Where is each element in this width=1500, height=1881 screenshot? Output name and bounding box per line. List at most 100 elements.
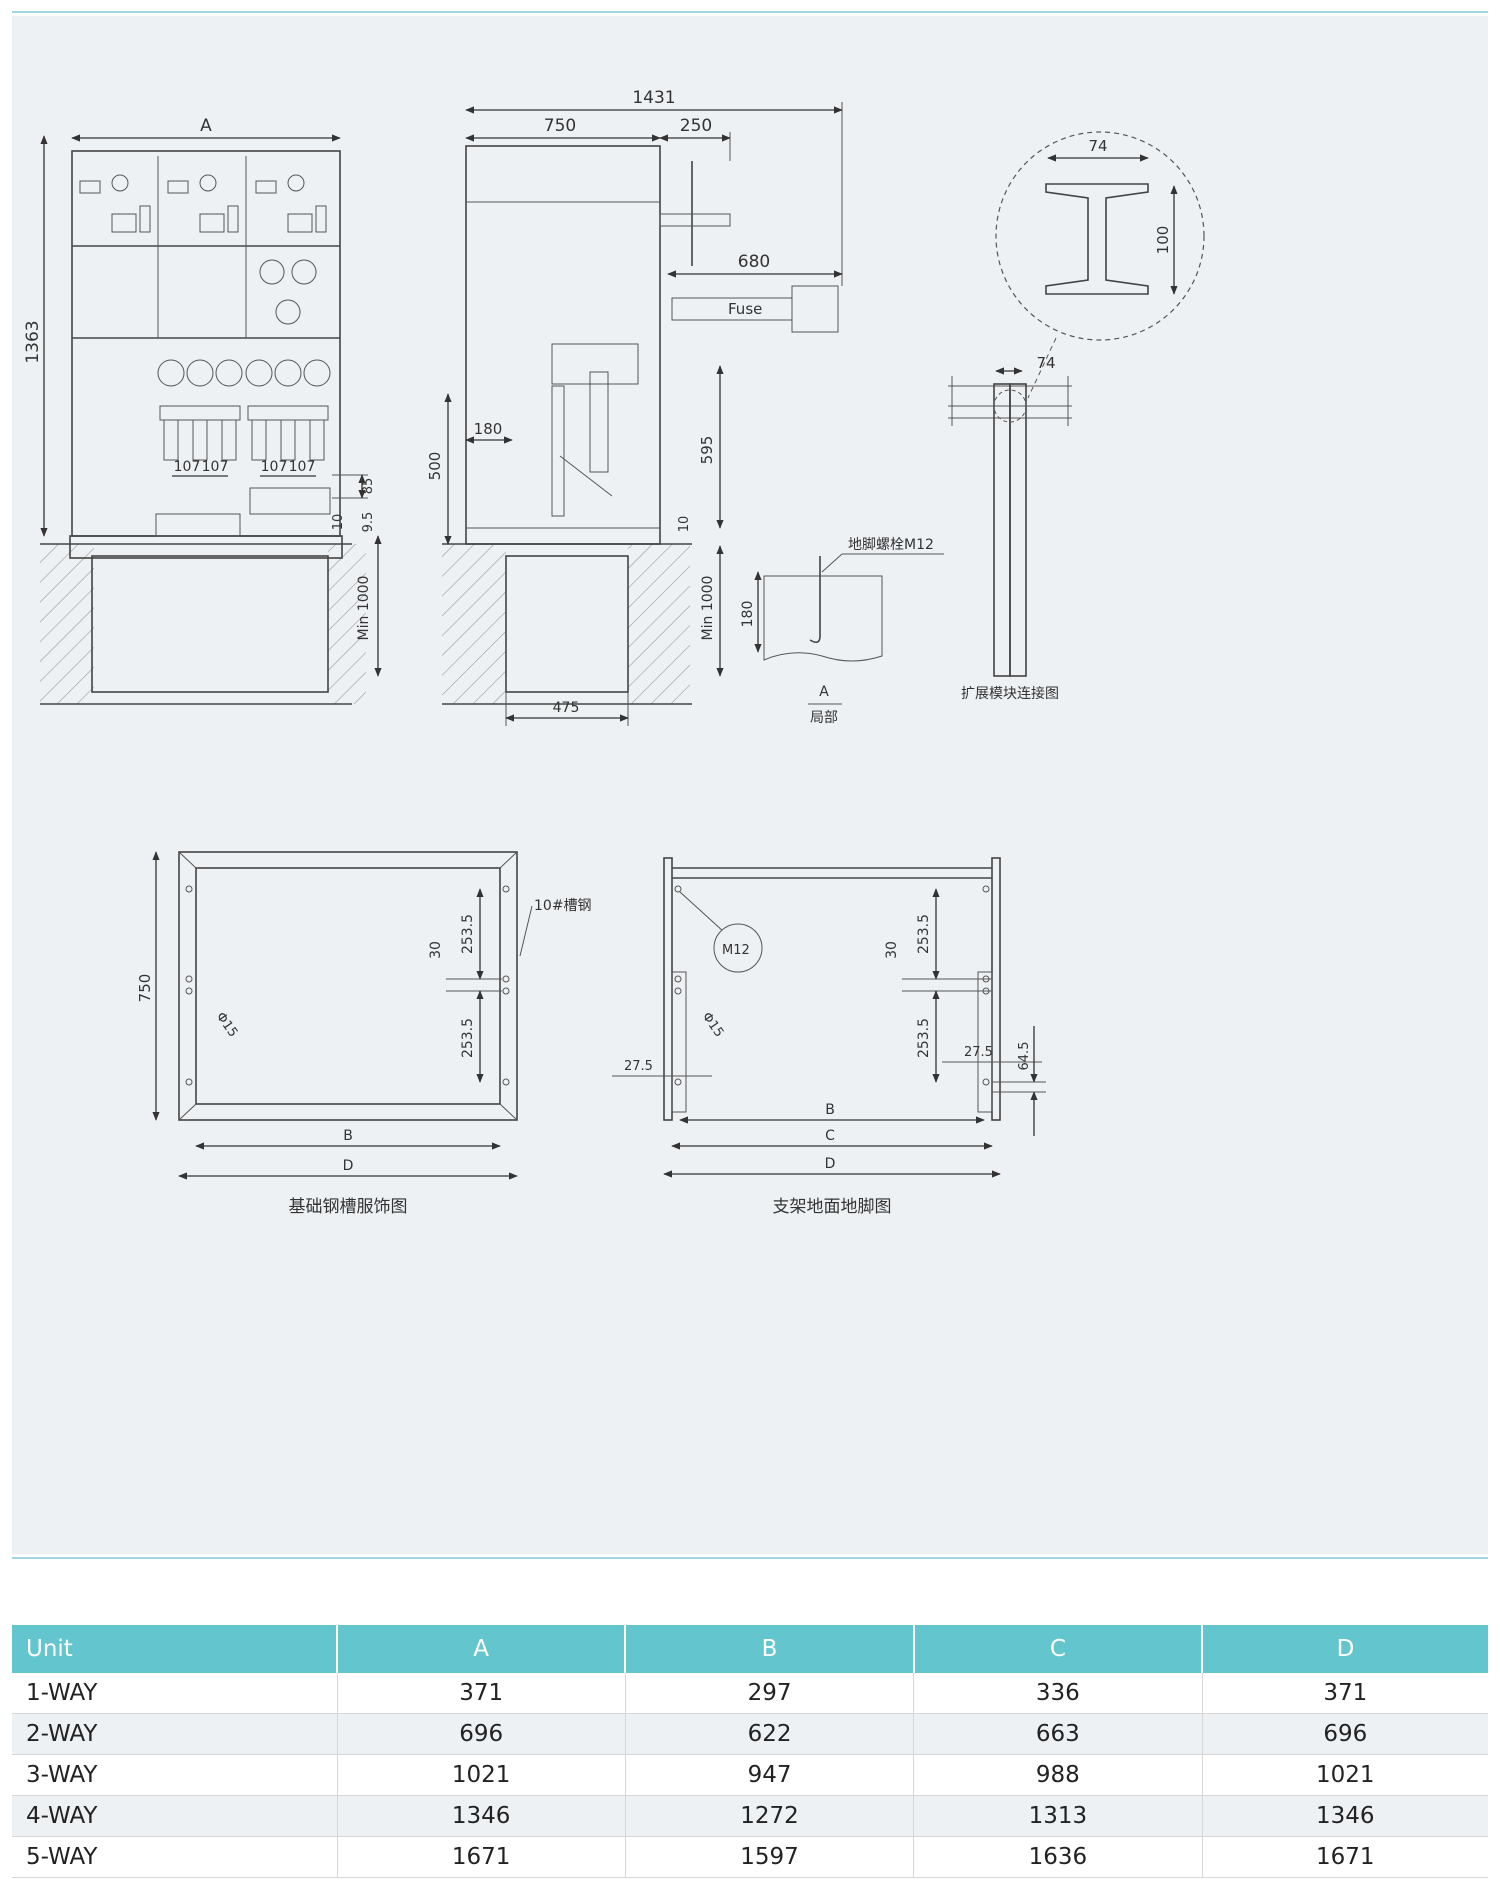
dim-750-plan-label: 750 [136, 974, 154, 1003]
cell-b: 1597 [625, 1836, 915, 1878]
plan-right: M12 Φ15 27.5 253.5 30 253.5 27.5 64.5 B … [612, 857, 1046, 1217]
dim-min1000-label: Min 1000 [356, 576, 372, 641]
dim-10-side-label: 10 [677, 516, 692, 533]
table-row: 1-WAY 371 297 336 371 [12, 1673, 1488, 1714]
bolt-caption: 局部 [810, 710, 838, 726]
dim-107-2: 107 [202, 459, 229, 475]
dim-10-label: 10 [331, 514, 346, 531]
cell-unit: 3-WAY [12, 1754, 338, 1796]
cell-b: 1272 [625, 1795, 915, 1837]
dim-107-1: 107 [174, 459, 201, 475]
dim-750-label: 750 [544, 116, 576, 136]
cell-a: 696 [337, 1713, 626, 1755]
cell-a: 1346 [337, 1795, 626, 1837]
dim-27-5-left-label: 27.5 [624, 1059, 653, 1074]
cell-unit: 4-WAY [12, 1795, 338, 1837]
cell-a: 1021 [337, 1754, 626, 1796]
dim-9-5-label: 9.5 [361, 512, 376, 533]
bolt-detail: 地脚螺栓M12 180 A 局部 [740, 537, 944, 726]
drawing-panel: A 1363 107 107 107 107 85 10 9.5 Min 100… [12, 16, 1488, 1554]
plan-left: 750 253.5 30 253.5 Φ15 10#槽钢 B D 基础钢槽服饰图 [136, 851, 592, 1217]
plan-left-caption: 基础钢槽服饰图 [289, 1197, 408, 1217]
dim-180-label: 180 [474, 420, 503, 438]
cell-d: 1021 [1202, 1754, 1488, 1796]
i-beam-section [1045, 183, 1149, 295]
ground-hatch [40, 544, 76, 704]
cell-unit: 5-WAY [12, 1836, 338, 1878]
dim-d-right-label: D [825, 1156, 836, 1172]
dim-64-5-label: 64.5 [1017, 1042, 1032, 1071]
top-divider [12, 11, 1488, 13]
dim-85-label: 85 [361, 478, 376, 495]
dim-595-label: 595 [698, 436, 716, 465]
dim-253-5-right-bottom-label: 253.5 [916, 1018, 932, 1058]
dim-107-3: 107 [261, 459, 288, 475]
hole-phi15-label: Φ15 [213, 1010, 241, 1041]
cell-b: 622 [625, 1713, 915, 1755]
cell-d: 1346 [1202, 1795, 1488, 1837]
cell-d: 696 [1202, 1713, 1488, 1755]
hole-phi15-right-label: Φ15 [699, 1010, 727, 1041]
front-view: A 1363 107 107 107 107 85 10 9.5 Min 100… [23, 116, 382, 705]
dim-d-plan-label: D [343, 1158, 354, 1174]
cell-c: 663 [913, 1713, 1203, 1755]
cell-d: 1671 [1202, 1836, 1488, 1878]
table-row: 5-WAY 1671 1597 1636 1671 [12, 1836, 1488, 1878]
beam-detail: 74 100 [995, 131, 1205, 399]
cabinet-front [71, 150, 341, 537]
dim-253-5-top-label: 253.5 [460, 914, 476, 954]
header-d: D [1202, 1625, 1488, 1673]
header-c: C [913, 1625, 1204, 1673]
header-b: B [625, 1625, 915, 1673]
cell-a: 1671 [337, 1836, 626, 1878]
ground-hatch [76, 544, 94, 704]
dim-1431-label: 1431 [632, 88, 675, 108]
channel-steel-label: 10#槽钢 [534, 898, 592, 914]
dim-b-plan-label: B [343, 1128, 353, 1144]
fuse-label: Fuse [728, 300, 762, 318]
dim-27-5-right-label: 27.5 [964, 1045, 993, 1060]
dim-min1000-side-label: Min 1000 [700, 576, 716, 641]
cell-c: 1313 [913, 1795, 1203, 1837]
dim-74-module-label: 74 [1036, 354, 1055, 372]
cell-b: 297 [625, 1673, 915, 1714]
cell-b: 947 [625, 1754, 915, 1796]
dim-a-label: A [200, 116, 212, 136]
bolt-caption-letter: A [819, 684, 829, 700]
cable-trench [91, 555, 329, 693]
cell-a: 371 [337, 1673, 626, 1714]
dim-c-right-label: C [825, 1128, 835, 1144]
cell-d: 371 [1202, 1673, 1488, 1714]
module-caption: 扩展模块连接图 [961, 685, 1059, 702]
cell-unit: 2-WAY [12, 1713, 338, 1755]
dimension-table: Unit A B C D 1-WAY 371 297 336 371 2-WAY… [12, 1625, 1488, 1878]
table-header-row: Unit A B C D [12, 1625, 1488, 1673]
dim-500-label: 500 [426, 452, 444, 481]
dim-180-bolt-label: 180 [740, 601, 756, 628]
cell-c: 988 [913, 1754, 1203, 1796]
header-unit: Unit [12, 1625, 338, 1673]
table-row: 2-WAY 696 622 663 696 [12, 1713, 1488, 1755]
dim-30-right-label: 30 [884, 941, 900, 959]
m12-label: M12 [722, 943, 750, 958]
cell-unit: 1-WAY [12, 1673, 338, 1714]
dim-107-4: 107 [289, 459, 316, 475]
table-row: 4-WAY 1346 1272 1313 1346 [12, 1795, 1488, 1837]
dim-30-plan-label: 30 [428, 941, 444, 959]
dim-253-5-bottom-label: 253.5 [460, 1018, 476, 1058]
cell-c: 336 [913, 1673, 1203, 1714]
cabinet-side [465, 145, 661, 545]
dim-253-5-right-top-label: 253.5 [916, 914, 932, 954]
bottom-divider [12, 1557, 1488, 1559]
dim-1363-label: 1363 [23, 320, 43, 363]
dim-250-label: 250 [680, 116, 712, 136]
cell-c: 1636 [913, 1836, 1203, 1878]
dim-475-label: 475 [553, 700, 580, 716]
header-a: A [337, 1625, 627, 1673]
side-view: Fuse 1431 750 250 680 180 500 595 10 Min… [426, 88, 843, 726]
technical-drawing: A 1363 107 107 107 107 85 10 9.5 Min 100… [23, 88, 1205, 1217]
dim-b-right-label: B [825, 1102, 835, 1118]
dim-100-beam-label: 100 [1154, 226, 1172, 255]
module-detail: 74 扩展模块连接图 [948, 354, 1072, 702]
bolt-label: 地脚螺栓M12 [848, 537, 934, 553]
